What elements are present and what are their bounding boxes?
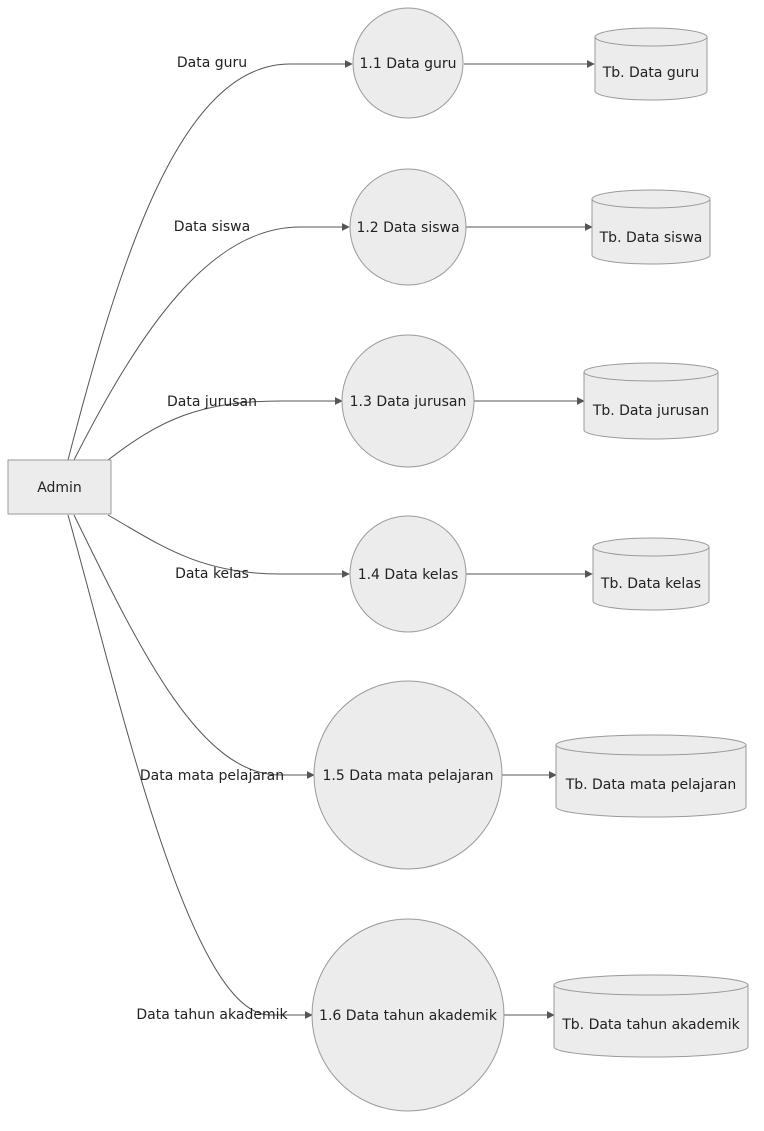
edge-label-1: Data guru — [177, 55, 247, 71]
process-2-label: 1.2 Data siswa — [356, 220, 459, 236]
edge-admin-to-process-5 — [73, 514, 315, 779]
edge-admin-to-process-3 — [107, 397, 343, 461]
store-5[interactable]: Tb. Data mata pelajaran — [555, 734, 747, 818]
store-2[interactable]: Tb. Data siswa — [591, 189, 711, 265]
process-3-label: 1.3 Data jurusan — [350, 394, 467, 410]
edge-label-3: Data jurusan — [167, 394, 257, 410]
process-1-label: 1.1 Data guru — [360, 56, 457, 72]
store-4[interactable]: Tb. Data kelas — [592, 537, 710, 611]
process-1[interactable]: 1.1 Data guru — [352, 7, 464, 119]
store-6-label: Tb. Data tahun akademik — [561, 1017, 740, 1033]
process-6-label: 1.6 Data tahun akademik — [319, 1008, 498, 1024]
store-4-label: Tb. Data kelas — [600, 576, 701, 592]
edge-admin-to-process-4 — [107, 514, 350, 578]
process-4[interactable]: 1.4 Data kelas — [349, 515, 467, 633]
edge-label-2: Data siswa — [174, 219, 250, 235]
edge-admin-to-process-6 — [67, 514, 313, 1019]
process-4-label: 1.4 Data kelas — [358, 567, 459, 583]
process-3[interactable]: 1.3 Data jurusan — [341, 334, 475, 468]
entity-admin[interactable]: Admin — [7, 459, 112, 515]
store-1[interactable]: Tb. Data guru — [594, 27, 708, 101]
store-3[interactable]: Tb. Data jurusan — [583, 362, 719, 440]
store-6[interactable]: Tb. Data tahun akademik — [553, 974, 749, 1058]
process-2[interactable]: 1.2 Data siswa — [349, 168, 467, 286]
process-6[interactable]: 1.6 Data tahun akademik — [311, 918, 505, 1112]
store-5-label: Tb. Data mata pelajaran — [565, 777, 737, 793]
process-5[interactable]: 1.5 Data mata pelajaran — [313, 680, 503, 870]
edge-admin-to-process-2 — [73, 223, 350, 461]
edge-label-5: Data mata pelajaran — [140, 768, 284, 784]
process-5-label: 1.5 Data mata pelajaran — [323, 768, 494, 784]
store-1-label: Tb. Data guru — [602, 65, 700, 81]
edge-label-4: Data kelas — [175, 566, 249, 582]
store-2-label: Tb. Data siswa — [599, 230, 703, 246]
edge-label-6: Data tahun akademik — [136, 1007, 288, 1023]
entity-admin-label: Admin — [37, 480, 82, 496]
store-3-label: Tb. Data jurusan — [592, 403, 709, 419]
edge-admin-to-process-1 — [67, 60, 353, 461]
